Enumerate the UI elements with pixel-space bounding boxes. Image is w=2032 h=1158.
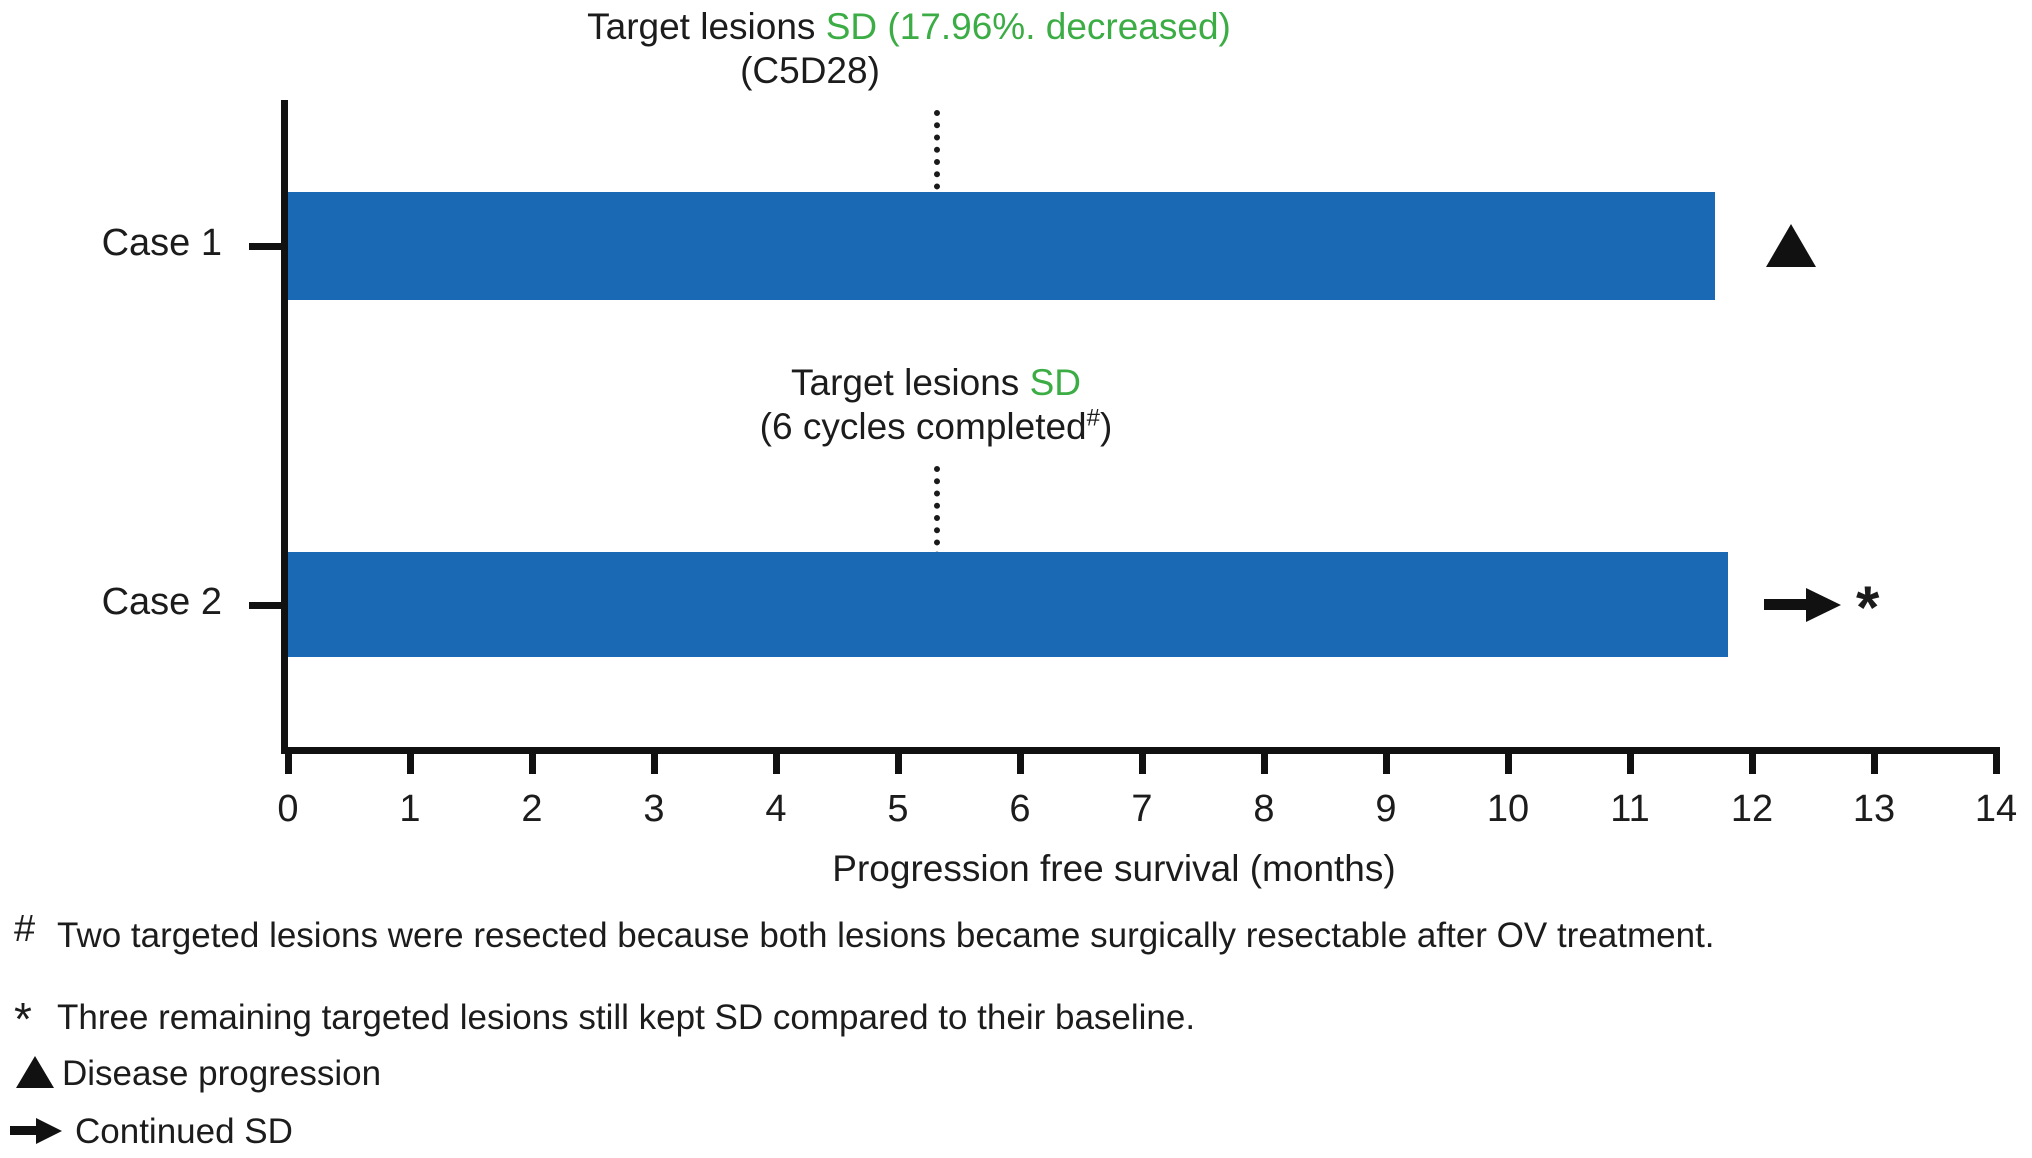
x-tick-mark [1139, 754, 1146, 774]
x-tick-label: 14 [1974, 788, 2018, 830]
x-tick-mark [1017, 754, 1024, 774]
triangle-icon [16, 1056, 54, 1088]
legend-disease-progression-label: Disease progression [62, 1054, 382, 1093]
case2-response-annotation-line2: (6 cycles completed#) [760, 406, 1113, 448]
x-tick-mark [1993, 754, 2000, 774]
x-tick-label: 7 [1131, 788, 1153, 830]
footnote-asterisk-symbol: * [14, 993, 32, 1045]
case2-asterisk-suffix: * [1856, 574, 1880, 641]
x-tick-label: 2 [521, 788, 543, 830]
arrow-icon [10, 1126, 42, 1135]
x-tick-label: 5 [887, 788, 909, 830]
x-tick-mark [407, 754, 414, 774]
x-tick-label: 1 [399, 788, 421, 830]
case2-annotation-line2-superscript: # [1086, 404, 1100, 432]
footnote-asterisk-text: Three remaining targeted lesions still k… [57, 998, 1196, 1037]
x-tick-label: 10 [1486, 788, 1530, 830]
case2-annotation-line2-pre: (6 cycles completed [759, 406, 1087, 447]
case-label: Case 2 [101, 581, 222, 623]
x-axis-spine [281, 747, 2000, 754]
case-axis-tick [249, 602, 285, 609]
case-label: Case 1 [101, 222, 222, 264]
case1-assessment-dotted-line [934, 110, 940, 214]
case2-response-annotation-line1: Target lesions SD [791, 362, 1081, 404]
arrow-icon-head [36, 1118, 62, 1144]
legend-continued-sd-label: Continued SD [75, 1112, 293, 1151]
x-tick-mark [529, 754, 536, 774]
x-tick-mark [1261, 754, 1268, 774]
case1-response-annotation-line1: Target lesions SD (17.96%. decreased) [587, 6, 1231, 48]
x-tick-label: 13 [1852, 788, 1896, 830]
pfs-bar-case-2 [288, 552, 1728, 657]
case-axis-tick [249, 243, 285, 250]
pfs-bar-case-1 [288, 192, 1715, 300]
case1-response-annotation-line2: (C5D28) [740, 50, 880, 91]
x-tick-label: 6 [1009, 788, 1031, 830]
case1-annotation-green-text: SD (17.96%. decreased) [825, 6, 1231, 47]
x-tick-label: 12 [1730, 788, 1774, 830]
case2-annotation-black-text: Target lesions [791, 362, 1030, 403]
disease-progression-triangle-icon [1766, 224, 1816, 267]
x-tick-label: 9 [1375, 788, 1397, 830]
continued-sd-arrow-icon-head [1806, 588, 1841, 622]
x-tick-label: 8 [1253, 788, 1275, 830]
x-tick-label: 0 [277, 788, 299, 830]
footnote-hash-symbol: # [14, 908, 36, 950]
x-tick-mark [1749, 754, 1756, 774]
x-tick-mark [1505, 754, 1512, 774]
x-tick-mark [1627, 754, 1634, 774]
footnote-hash-text: Two targeted lesions were resected becau… [57, 916, 1715, 955]
case2-annotation-green-text: SD [1029, 362, 1081, 403]
case1-annotation-black-text: Target lesions [587, 6, 826, 47]
x-tick-mark [285, 754, 292, 774]
continued-sd-arrow-icon [1764, 599, 1812, 610]
x-axis-title: Progression free survival (months) [832, 848, 1396, 889]
x-tick-mark [1871, 754, 1878, 774]
x-tick-label: 3 [643, 788, 665, 830]
x-tick-label: 4 [765, 788, 787, 830]
case2-assessment-dotted-line [934, 466, 940, 570]
y-axis-spine [281, 100, 288, 753]
x-tick-mark [1383, 754, 1390, 774]
x-tick-label: 11 [1610, 788, 1650, 830]
case2-annotation-line2-post: ) [1100, 406, 1113, 447]
x-tick-mark [895, 754, 902, 774]
x-tick-mark [651, 754, 658, 774]
x-tick-mark [773, 754, 780, 774]
